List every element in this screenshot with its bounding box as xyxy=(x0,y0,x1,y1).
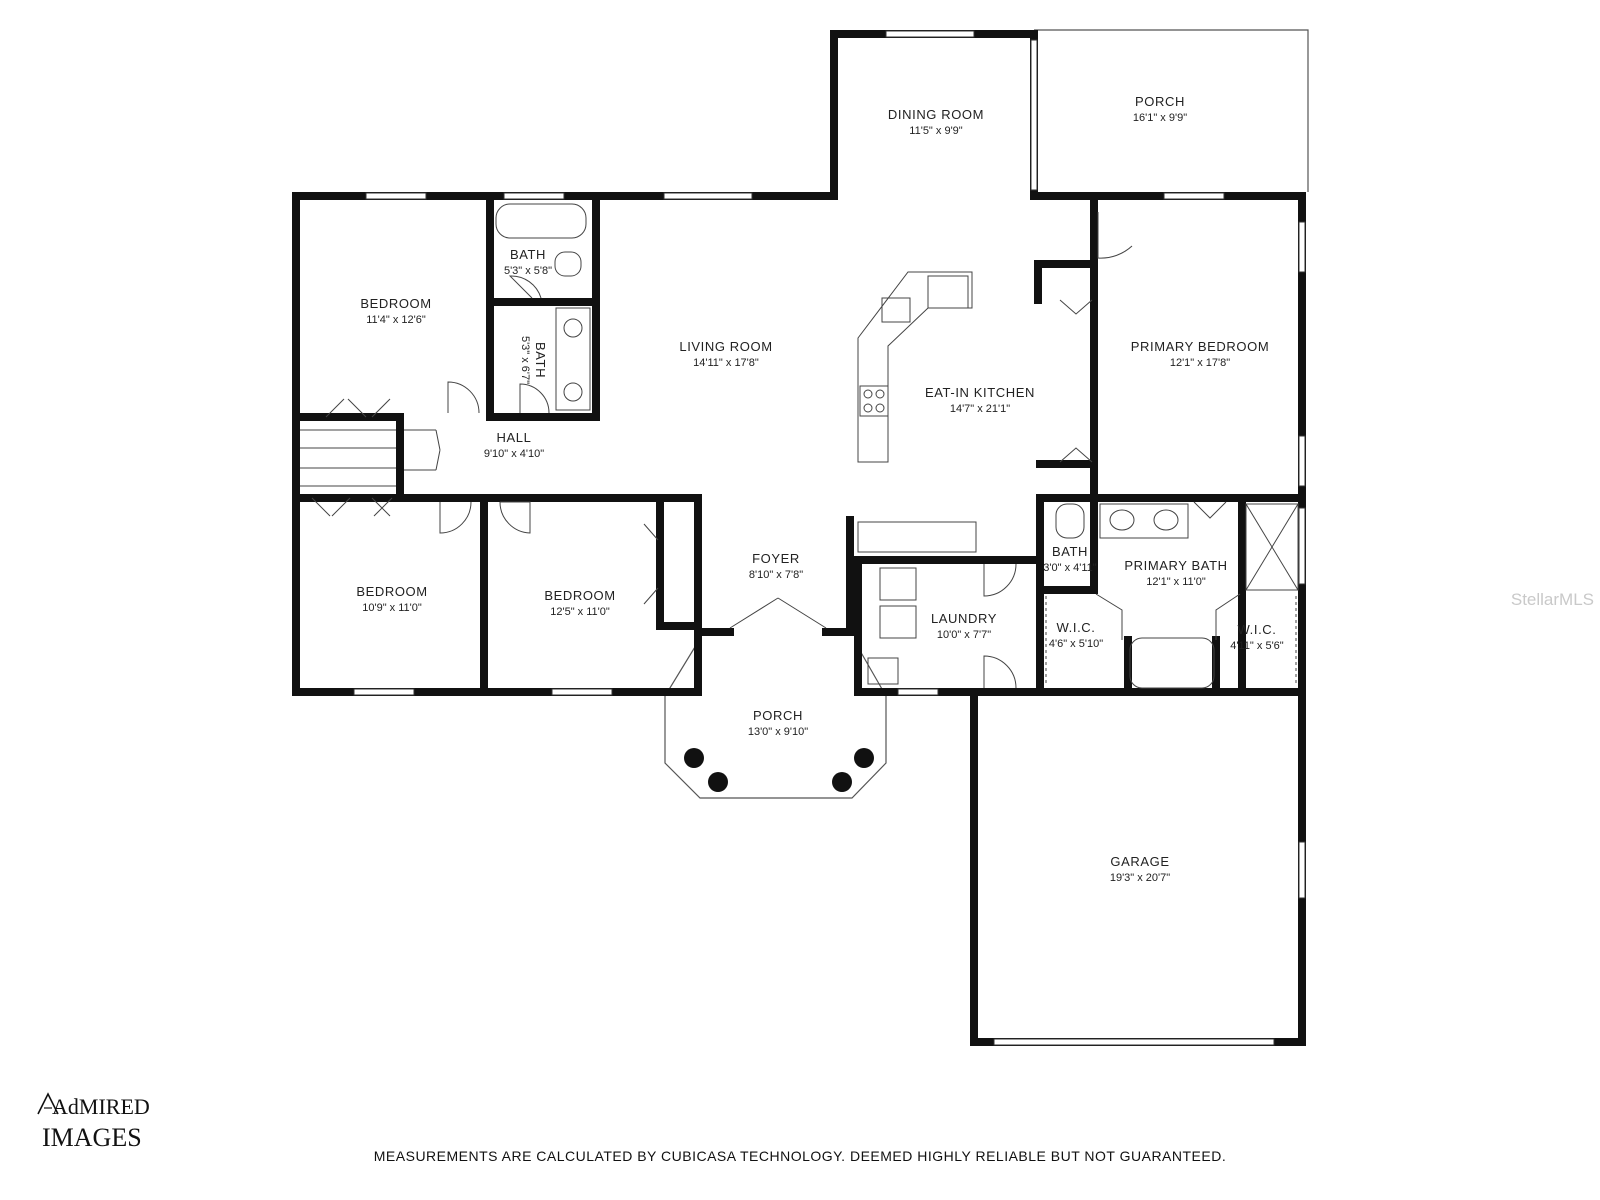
watermark: StellarMLS xyxy=(1510,590,1594,609)
shower xyxy=(1245,503,1299,591)
outdoor-outlines xyxy=(664,29,1309,799)
room-name: BATH xyxy=(510,247,546,262)
room-name: PORCH xyxy=(753,708,803,723)
room-dims: 12'1" x 11'0" xyxy=(1146,576,1206,588)
room-name: PRIMARY BEDROOM xyxy=(1131,339,1270,354)
windows xyxy=(353,30,1306,1046)
room-name: DINING ROOM xyxy=(888,107,984,122)
room-dims: 14'11" x 17'8" xyxy=(693,357,759,369)
room-dims: 13'0" x 9'10" xyxy=(748,726,808,738)
room-dims: 10'0" x 7'7" xyxy=(937,629,991,641)
logo-line-1: AdMIRED xyxy=(52,1094,150,1119)
room-name: PRIMARY BATH xyxy=(1124,558,1227,573)
room-dims: 16'1" x 9'9" xyxy=(1133,112,1187,124)
room-name: W.I.C. xyxy=(1238,622,1277,637)
room-dims: 8'10" x 7'8" xyxy=(749,569,803,581)
room-dims: 9'10" x 4'10" xyxy=(484,448,544,460)
room-dims: 5'3" x 6'7" xyxy=(519,336,531,384)
porch-columns xyxy=(684,748,874,792)
walls xyxy=(292,30,1306,1046)
toilet xyxy=(554,251,582,277)
room-dims: 11'4" x 12'6" xyxy=(366,314,426,326)
bathtub xyxy=(495,203,587,239)
room-name: EAT-IN KITCHEN xyxy=(925,385,1035,400)
primary-vanity xyxy=(1099,503,1189,539)
kitchen-cabinet-bottom xyxy=(857,521,977,553)
stove xyxy=(859,385,889,417)
room-name: LIVING ROOM xyxy=(679,339,772,354)
logo-line-2: IMAGES xyxy=(42,1123,142,1152)
disclaimer: MEASUREMENTS ARE CALCULATED BY CUBICASA … xyxy=(373,1148,1227,1164)
room-dims: 19'3" x 20'7" xyxy=(1110,872,1170,884)
kitchen-sink xyxy=(881,297,911,323)
admired-images-logo: AdMIRED IMAGES xyxy=(37,1092,150,1152)
fixtures xyxy=(300,203,1299,689)
room-name: W.I.C. xyxy=(1057,620,1096,635)
room-name: PORCH xyxy=(1135,94,1185,109)
room-dims: 4'6" x 5'10" xyxy=(1049,638,1103,650)
room-dims: 3'0" x 4'11" xyxy=(1043,562,1096,574)
room-dims: 4'11" x 5'6" xyxy=(1230,640,1283,652)
room-name: BATH xyxy=(1052,544,1088,559)
washer xyxy=(879,567,917,601)
room-name: BEDROOM xyxy=(544,588,615,603)
dryer xyxy=(879,605,917,639)
doors xyxy=(311,212,1241,689)
room-labels: DINING ROOM 11'5" x 9'9" PORCH 16'1" x 9… xyxy=(356,94,1283,884)
room-dims: 12'5" x 11'0" xyxy=(550,606,610,618)
bath-3-toilet xyxy=(1055,503,1085,539)
room-dims: 12'1" x 17'8" xyxy=(1170,357,1230,369)
kitchen-counter xyxy=(857,271,973,463)
room-name: BEDROOM xyxy=(360,296,431,311)
vanity xyxy=(555,307,591,411)
room-dims: 10'9" x 11'0" xyxy=(362,602,422,614)
room-dims: 14'7" x 21'1" xyxy=(950,403,1010,415)
kitchen-island-top xyxy=(927,275,969,309)
room-name: HALL xyxy=(497,430,532,445)
room-name: BEDROOM xyxy=(356,584,427,599)
room-dims: 11'5" x 9'9" xyxy=(909,125,962,137)
room-name: BATH xyxy=(533,342,548,378)
room-dims: 5'3" x 5'8" xyxy=(504,265,552,277)
room-name: FOYER xyxy=(752,551,800,566)
primary-tub xyxy=(1129,637,1215,689)
room-name: LAUNDRY xyxy=(931,611,997,626)
room-name: GARAGE xyxy=(1110,854,1169,869)
laundry-sink xyxy=(867,657,899,685)
